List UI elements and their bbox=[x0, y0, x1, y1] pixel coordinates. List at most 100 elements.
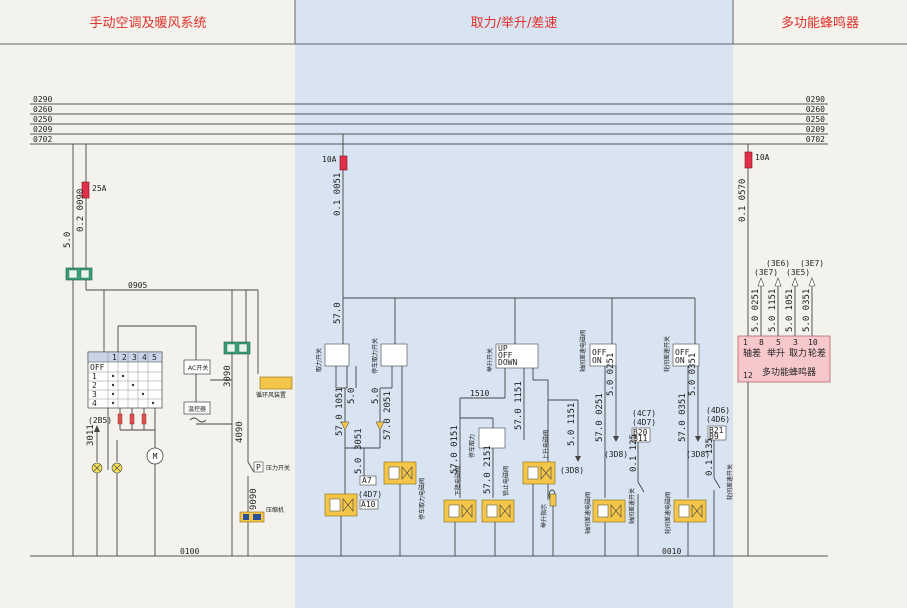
wheel-diff-sw-label: 轮间差速开关 bbox=[726, 464, 734, 500]
wire-5-0-label: 5.0 bbox=[63, 232, 73, 248]
lift-switch-label: 举升开关 bbox=[486, 348, 494, 372]
buzzer-pin-12: 12 bbox=[743, 371, 753, 380]
wire-right-1051: 5.0 1051 bbox=[785, 289, 795, 332]
wire-1151-label: 57.0 1151 bbox=[514, 381, 524, 430]
ref-3d8-a: (3D8) bbox=[560, 466, 584, 475]
buzzer-pin-5: 5 bbox=[776, 338, 781, 347]
park-pto-switch-label: 停车取力开关 bbox=[371, 338, 379, 374]
bus-label-left-0260: 0260 bbox=[33, 105, 52, 114]
wire-right-0351: 5.0 0351 bbox=[802, 289, 812, 332]
fan-row-3: 3 bbox=[92, 390, 97, 399]
ref-4d6: (4D6) bbox=[706, 406, 730, 415]
fuse-10a-mid-label: 10A bbox=[322, 155, 337, 164]
connector-b21-label: B21 bbox=[709, 426, 724, 435]
section-title-right: 多功能蜂鸣器 bbox=[781, 15, 859, 31]
ac-switch-label: AC开关 bbox=[188, 364, 208, 372]
fan-col-5: 5 bbox=[152, 353, 157, 362]
fuse-10a-right-icon bbox=[744, 151, 753, 169]
wire-5-0b-label: 5.0 bbox=[371, 388, 381, 404]
wire-0351b-label: 5.0 0351 bbox=[688, 353, 698, 396]
wire-0151-label: 57.0 0151 bbox=[450, 425, 460, 474]
wire-57-0-label: 57.0 bbox=[333, 302, 343, 324]
ref-4d6-b: (4D6) bbox=[706, 415, 730, 424]
lift-indicator-icon bbox=[549, 493, 557, 507]
left-section: 25A 0.2 0090 5.0 0905 OFF 1 2 3 4 5 1 2 … bbox=[63, 144, 293, 556]
wire-0251-label: 57.0 0251 bbox=[595, 393, 605, 442]
lift-switch-up: UP bbox=[498, 344, 508, 353]
diode-1-icon bbox=[340, 421, 350, 431]
compressor-label: 压缩机 bbox=[266, 506, 284, 514]
fan-col-3: 3 bbox=[132, 353, 137, 362]
fan-col-1: 1 bbox=[112, 353, 117, 362]
wire-0351-label: 57.0 0351 bbox=[678, 393, 688, 442]
wire-3090-label: 3090 bbox=[223, 365, 233, 387]
buzzer-pin-8: 8 bbox=[759, 338, 764, 347]
axle-diff-switch-contact-icon bbox=[637, 481, 645, 493]
bus-label-right-0250: 0250 bbox=[806, 115, 825, 124]
connector-a10 bbox=[359, 499, 379, 510]
bus-label-right-0290: 0290 bbox=[806, 95, 825, 104]
wire-3051-label: 3051 bbox=[354, 428, 364, 450]
fan-row-4: 4 bbox=[92, 399, 97, 408]
bus-label-right-0209: 0209 bbox=[806, 125, 825, 134]
fuse-25a-icon bbox=[81, 181, 90, 199]
buzzer-label-lift: 举升 bbox=[767, 347, 785, 359]
compressor-icon bbox=[239, 511, 265, 523]
fuse-10a-right-label: 10A bbox=[755, 153, 770, 162]
wire-4090-label: 4090 bbox=[235, 421, 245, 443]
wire-3011-label: 3011 bbox=[86, 424, 96, 446]
connector-a7-label: A7 bbox=[362, 476, 372, 485]
hold-valve-label: 锁止电磁阀 bbox=[502, 466, 510, 496]
connector-b20-b11 bbox=[631, 427, 651, 443]
axle-diff-valve-label: 轴间差速电磁阀 bbox=[584, 492, 592, 534]
down-valve-label: 下降电磁阀 bbox=[454, 466, 462, 496]
wheel-diff-off: OFF bbox=[675, 348, 690, 357]
thermostat-label: 温控器 bbox=[188, 405, 206, 413]
fan-row-2: 2 bbox=[92, 381, 97, 390]
wire-0570-label: 0.1 0570 bbox=[738, 179, 748, 222]
wire-3051-v-label: 5.0 bbox=[354, 458, 364, 474]
ref-4d7: (4D7) bbox=[358, 490, 382, 499]
bus-lines: 0290 0260 0250 0209 0702 0290 0260 0250 … bbox=[30, 95, 828, 145]
resistor-1-icon bbox=[117, 413, 123, 425]
svg-text:P: P bbox=[256, 463, 261, 472]
connector-a7 bbox=[359, 475, 377, 486]
wire-0051-label: 0.1 0051 bbox=[333, 173, 343, 216]
park-stop-switch bbox=[478, 427, 506, 449]
wire-right-1151: 5.0 1151 bbox=[768, 289, 778, 332]
buzzer-pin-3: 3 bbox=[793, 338, 798, 347]
ac-switch bbox=[183, 359, 211, 375]
wire-right-0251: 5.0 0251 bbox=[751, 289, 761, 332]
wire-0100-label: 0100 bbox=[180, 547, 199, 556]
wire-2151-label: 57.0 2151 bbox=[483, 445, 493, 494]
lift-switch bbox=[495, 343, 539, 369]
axle-diff-on: ON bbox=[592, 356, 602, 365]
wheel-diff-switch-contact-icon bbox=[713, 477, 721, 489]
bus-label-left-0290: 0290 bbox=[33, 95, 52, 104]
bus-label-left-0250: 0250 bbox=[33, 115, 52, 124]
circulation-device-label: 循环风装置 bbox=[256, 391, 286, 399]
connector-b20-label: B20 bbox=[633, 428, 648, 437]
ref-3d8-c: (3D8) bbox=[686, 450, 710, 459]
resistor-3-icon bbox=[141, 413, 147, 425]
bus-label-left-0702: 0702 bbox=[33, 135, 52, 144]
connector-b9-label: B9 bbox=[709, 432, 719, 441]
wire-9090-label: 9090 bbox=[249, 488, 259, 510]
section-title-middle: 取力/举升/差速 bbox=[471, 16, 558, 31]
park-pto-valve-label: 停车取力电磁阀 bbox=[418, 478, 426, 520]
wire-5-0a-label: 5.0 bbox=[347, 388, 357, 404]
fan-switch-off: OFF bbox=[90, 363, 105, 372]
motor-label: M bbox=[153, 452, 158, 461]
pressure-switch-icon bbox=[253, 461, 264, 473]
axle-diff-switch-label: 轴间差速电磁阀 bbox=[579, 330, 587, 372]
lift-indicator-label: 举升指示 bbox=[540, 504, 548, 528]
circulation-device bbox=[259, 376, 293, 390]
wire-1151b-label: 5.0 1151 bbox=[567, 403, 577, 446]
park-pto-switch bbox=[380, 343, 408, 367]
wire-125-label: 0.1 125 bbox=[629, 434, 639, 472]
buzzer-title: 多功能蜂鸣器 bbox=[762, 366, 816, 378]
pto-switch bbox=[324, 343, 350, 367]
ref-4d7-b: (4D7) bbox=[632, 418, 656, 427]
bus-label-right-0702: 0702 bbox=[806, 135, 825, 144]
